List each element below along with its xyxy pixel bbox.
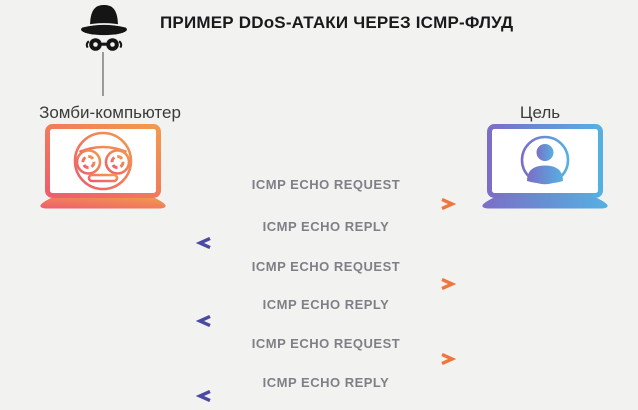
arrow-right-icon — [196, 278, 456, 290]
message-label: ICMP ECHO REPLY — [262, 219, 390, 234]
user-icon — [520, 135, 570, 185]
diagram-title: ПРИМЕР DDoS-АТАКИ ЧЕРЕЗ ICMP-ФЛУД — [160, 13, 514, 32]
user-laptop-icon — [482, 124, 608, 209]
attacker-label: Зомби-компьютер — [39, 103, 181, 122]
target-label: Цель — [519, 103, 561, 122]
message-label: ICMP ECHO REQUEST — [251, 177, 401, 192]
connector-line — [102, 52, 104, 96]
arrow-right-icon — [196, 198, 456, 210]
zombie-face-icon — [73, 131, 133, 191]
zombie-laptop-icon — [40, 124, 166, 209]
message-label: ICMP ECHO REPLY — [262, 297, 390, 312]
arrow-left-icon — [196, 315, 456, 327]
arrow-left-icon — [196, 237, 456, 249]
message-label: ICMP ECHO REQUEST — [251, 259, 401, 274]
message-label: ICMP ECHO REQUEST — [251, 336, 401, 351]
arrow-left-icon — [196, 390, 456, 402]
message-label: ICMP ECHO REPLY — [262, 375, 390, 390]
hacker-hat-icon — [81, 5, 127, 51]
arrow-right-icon — [196, 353, 456, 365]
